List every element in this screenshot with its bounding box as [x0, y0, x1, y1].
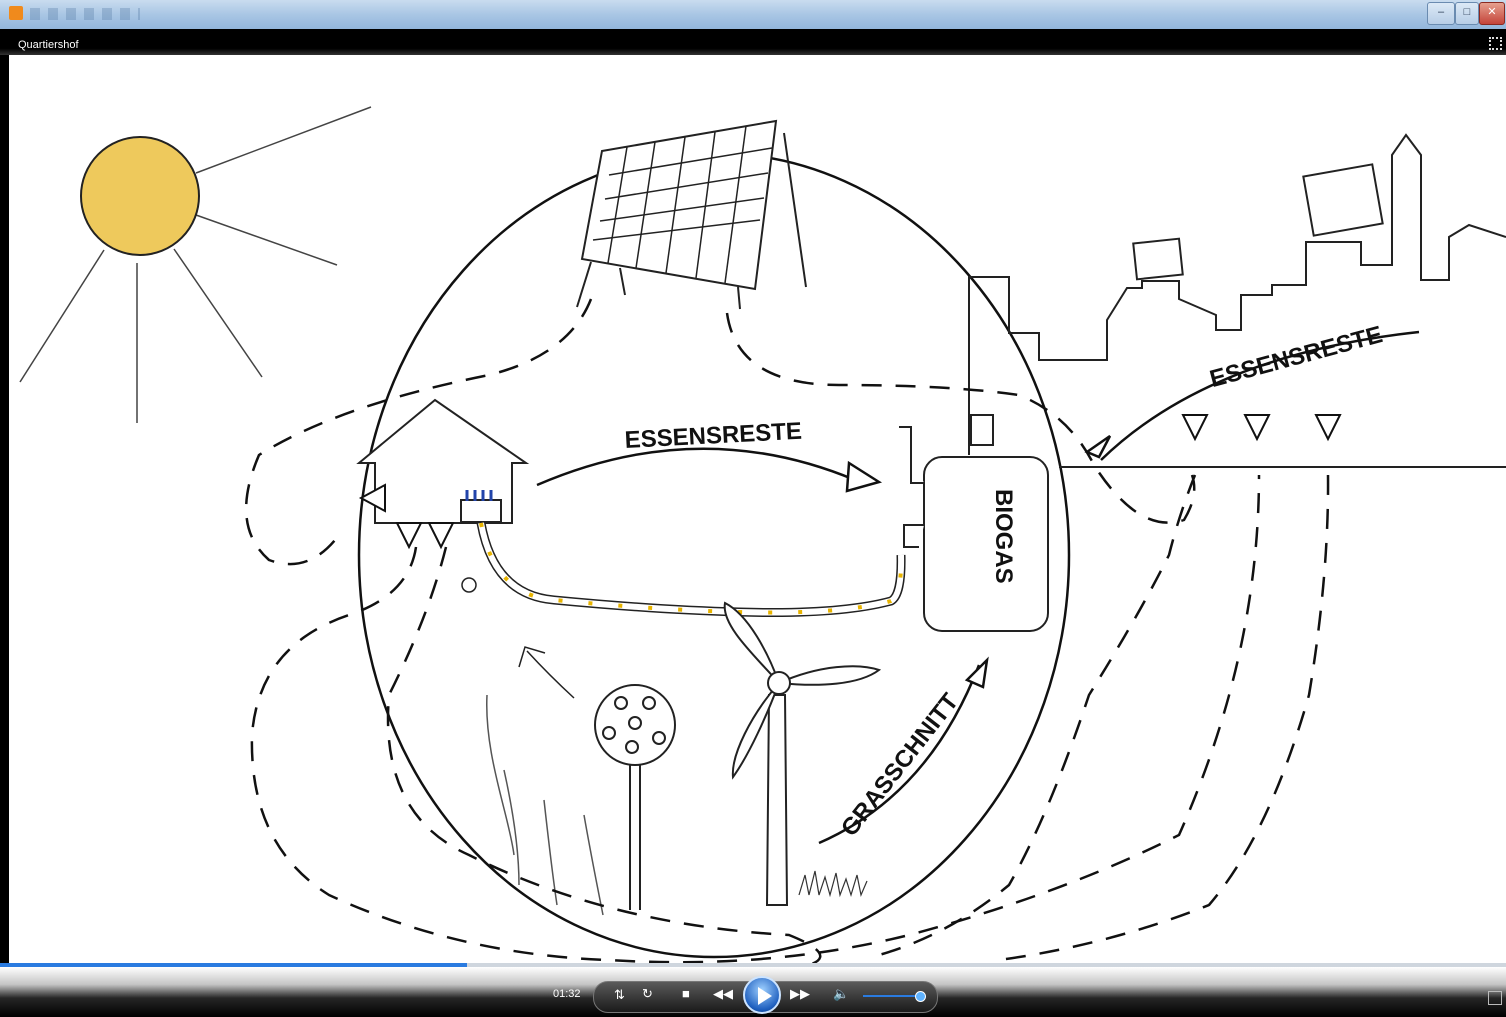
rewind-icon[interactable]: ◀◀ [713, 986, 733, 1002]
sun-illustration [20, 107, 371, 423]
close-icon[interactable]: ✕ [1479, 2, 1505, 25]
window-titlebar: – □ ✕ [0, 0, 1506, 29]
repeat-icon[interactable]: ↻ [642, 986, 653, 1002]
solar-panel-illustration [577, 121, 806, 309]
stop-icon[interactable]: ■ [682, 986, 690, 1001]
fullscreen-icon[interactable] [1488, 991, 1502, 1005]
biogas-tank-illustration [899, 415, 1048, 631]
player-controls: 01:32 ⇅ ↻ ■ ◀◀ ▶▶ 🔈 [0, 967, 1506, 1017]
wind-turbine-illustration [725, 603, 879, 905]
fast-forward-icon[interactable]: ▶▶ [790, 986, 810, 1002]
volume-slider[interactable] [863, 995, 920, 997]
elapsed-time: 01:32 [553, 988, 581, 1000]
app-icon[interactable] [9, 6, 23, 20]
volume-knob[interactable] [915, 991, 926, 1002]
small-arrow [519, 647, 574, 698]
video-frame-diagram [9, 55, 1506, 965]
restore-icon[interactable]: □ [1455, 2, 1479, 25]
media-title: Quartiershof [18, 39, 79, 51]
player-header: Quartiershof [0, 29, 1506, 55]
grass-tuft [799, 871, 867, 895]
label-biogas: BIOGAS [989, 489, 1017, 584]
video-area[interactable]: ESSENSRESTE ESSENSRESTE BIOGAS GRASSCHNI… [9, 55, 1506, 965]
play-icon [758, 987, 772, 1005]
minimize-icon[interactable]: – [1427, 2, 1455, 25]
tree-illustration [595, 685, 675, 910]
speaker-icon[interactable]: 🔈 [833, 986, 849, 1002]
expand-icon[interactable] [1489, 37, 1502, 50]
shuffle-icon[interactable]: ⇅ [614, 987, 625, 1003]
play-button[interactable] [743, 976, 781, 1014]
quick-access-toolbar [30, 8, 140, 20]
city-skyline [969, 135, 1506, 467]
grain-plants-illustration [487, 695, 603, 915]
